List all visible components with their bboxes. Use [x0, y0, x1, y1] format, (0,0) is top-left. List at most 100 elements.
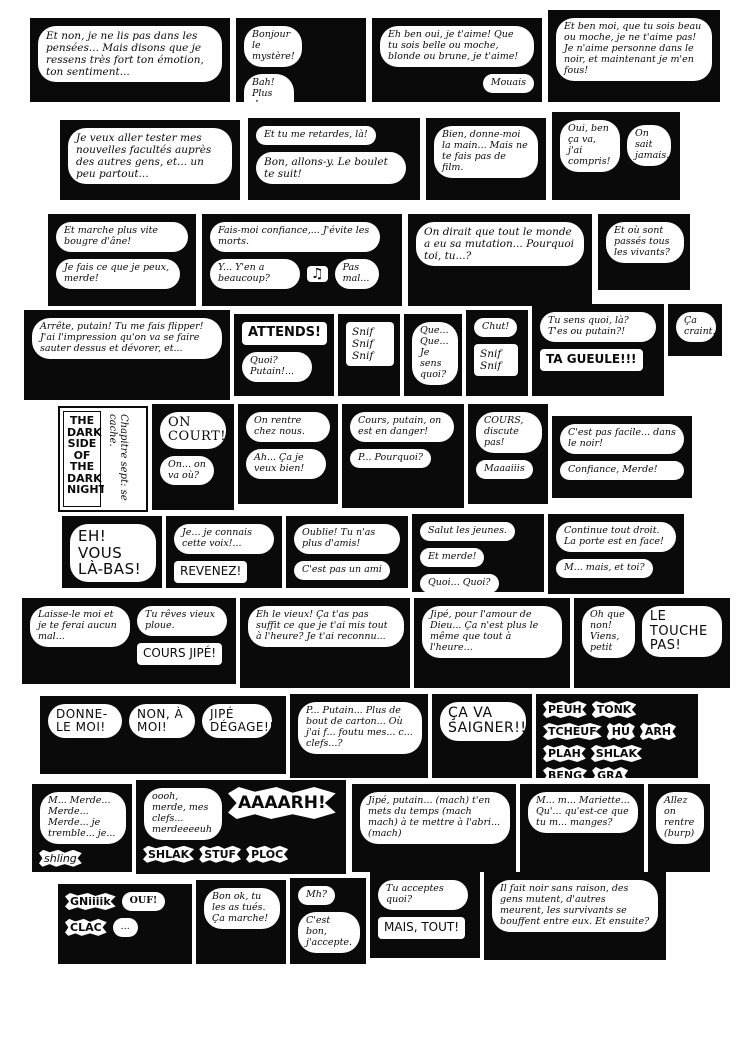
panel-9-5: Allez on rentre (burp) [648, 784, 710, 872]
speech-bubble: M... Merde... Merde... Merde... je tremb… [40, 792, 126, 844]
speech-bubble: Fais-moi confiance,... J'évite les morts… [210, 222, 380, 252]
panel-7-3: Jipé, pour l'amour de Dieu... Ça n'est p… [414, 598, 570, 688]
speech-bubble: Bien, donne-moi la main... Mais ne te fa… [434, 126, 538, 178]
sound-effect: PLOC [246, 845, 289, 863]
speech-bubble: Laisse-le moi et je te ferai aucun mal..… [30, 606, 130, 647]
panel-1-4: Et ben moi, que tu sois beau ou moche, j… [548, 10, 720, 102]
sound-effect: SHLAK [590, 745, 642, 762]
speech-bubble: ... [112, 917, 138, 937]
speech-bubble: Y... Y'en a beaucoup? [210, 258, 300, 289]
speech-bubble: ÇA VA SAIGNER!!! [440, 702, 532, 741]
speech-bubble: Bon, allons-y. Le boulet te suit! [256, 151, 406, 185]
sound-effect: GNiiiik [65, 892, 116, 910]
speech-bubble: Ça craint. [676, 312, 716, 342]
panel-9-3: Jipé, putain... (mach) t'en mets du temp… [352, 784, 516, 872]
speech-bubble: Tu rêves vieux ploue. [137, 606, 227, 636]
panel-5-1: THE DARK SIDE OF THE DARK NIGHT Chapitre… [58, 406, 148, 512]
speech-bubble: LE TOUCHE PAS! [641, 606, 722, 658]
sniff-text: Snif Snif [474, 343, 518, 377]
panel-7-2: Eh le vieux! Ça t'as pas suffit ce que j… [240, 598, 410, 688]
panel-5-2: ON COURT! On... on va où? [152, 404, 234, 510]
panel-9-1: M... Merde... Merde... Merde... je tremb… [32, 784, 132, 872]
panel-7-4: Oh que non! Viens, petit LE TOUCHE PAS! [574, 598, 730, 688]
speech-bubble: Je fais ce que je peux, merde! [56, 258, 180, 289]
panel-4-7: Ça craint. [668, 304, 722, 356]
speech-bubble: Et ben moi, que tu sois beau ou moche, j… [556, 18, 712, 81]
sound-effect: AAAARH! [228, 787, 336, 819]
panel-9-4: M... m... Mariette... Qu'... qu'est-ce q… [520, 784, 644, 872]
panel-4-3: Snif Snif Snif [338, 314, 400, 396]
panel-4-2: ATTENDS! Quoi? Putain!... [234, 314, 334, 396]
speech-bubble: Je veux aller tester mes nouvelles facul… [68, 128, 232, 185]
speech-bubble: Allez on rentre (burp) [656, 792, 704, 844]
panel-8-1: DONNE-LE MOI! NON, À MOI! JIPÉ DÉGAGE!! [40, 696, 286, 774]
sound-effect: BENG [543, 767, 588, 778]
panel-2-1: Je veux aller tester mes nouvelles facul… [60, 120, 240, 200]
speech-bubble: Cours, putain, on est en danger! [350, 412, 454, 442]
speech-bubble: C'est pas facile... dans le noir! [560, 424, 684, 454]
speech-bubble: Continue tout droit. La porte est en fac… [556, 522, 676, 552]
sound-effect: ARH [639, 723, 677, 740]
panel-2-2: Et tu me retardes, là! Bon, allons-y. Le… [248, 118, 420, 200]
speech-bubble: C'est pas un ami [294, 560, 390, 580]
speech-bubble: Confiance, Merde! [560, 460, 684, 480]
speech-bubble: P... Putain... Plus de bout de carton...… [298, 702, 422, 754]
panel-7-1: Laisse-le moi et je te ferai aucun mal..… [22, 598, 236, 684]
panel-3-2: Fais-moi confiance,... J'évite les morts… [202, 214, 402, 306]
speech-bubble: Et merde! [420, 547, 485, 567]
speech-bubble: NON, À MOI! [129, 704, 195, 739]
speech-bubble: C'est bon, j'accepte. [298, 911, 360, 953]
panel-10-1: GNiiiik OUF! CLAC ... [58, 884, 192, 964]
chapter-title: THE DARK SIDE OF THE DARK NIGHT [63, 411, 106, 507]
panel-6-1: EH! VOUS LÀ-BAS! [62, 516, 162, 588]
speech-bubble: oooh, merde, mes clefs... merdeeeeuh [144, 788, 222, 840]
speech-bubble: DONNE-LE MOI! [48, 704, 122, 739]
speech-bubble: Arrête, putain! Tu me fais flipper! J'ai… [32, 318, 222, 359]
panel-5-6: C'est pas facile... dans le noir! Confia… [552, 416, 692, 498]
shout-box: COURS JIPÉ! [137, 642, 223, 665]
sound-effect: TCHEUF [543, 723, 602, 740]
speech-bubble: P... Pourquoi? [350, 448, 431, 468]
speech-bubble: Il fait noir sans raison, des gens muten… [492, 880, 658, 932]
sniff-text: Snif Snif Snif [346, 322, 394, 367]
panel-5-3: On rentre chez nous. Ah... Ça je veux bi… [238, 404, 338, 504]
speech-bubble: Eh ben oui, je t'aime! Que tu sois belle… [380, 26, 534, 67]
panel-6-5: Continue tout droit. La porte est en fac… [548, 514, 684, 594]
sound-effect: GRA [592, 767, 629, 778]
panel-1-1: Et non, je ne lis pas dans les pensées..… [30, 18, 230, 102]
speech-bubble: Et où sont passés tous les vivants? [606, 222, 684, 263]
panel-1-2: Bonjour le mystère! Bah! Plus de malente… [236, 18, 366, 102]
speech-bubble: On dirait que tout le monde a eu sa muta… [416, 222, 584, 267]
speech-bubble: EH! VOUS LÀ-BAS! [70, 524, 156, 582]
panel-6-4: Salut les jeunes. Et merde! Quoi... Quoi… [412, 514, 544, 592]
speech-bubble: Oh que non! Viens, petit [582, 606, 635, 658]
sound-effect: PLAH [543, 745, 586, 762]
panel-10-5: Il fait noir sans raison, des gens muten… [484, 872, 666, 960]
panel-4-4: Que... Que... Je sens quoi? [404, 314, 462, 396]
speech-bubble: Quoi... Quoi? [420, 573, 499, 592]
speech-bubble: Bon ok, tu les as tués. Ça marche! [204, 888, 280, 929]
shout-box: TA GUEULE!!! [540, 348, 643, 371]
speech-bubble: OUF! [121, 892, 166, 911]
panel-5-5: COURS, discute pas! Maaaiiis [468, 404, 548, 504]
shout-box: MAIS, TOUT! [378, 916, 466, 939]
panel-6-2: Je... je connais cette voix!... REVENEZ! [166, 516, 282, 588]
speech-bubble: Je... je connais cette voix!... [174, 524, 274, 554]
sound-effect: STUF [199, 845, 242, 863]
panel-4-5: Chut! Snif Snif [466, 310, 528, 396]
panel-10-4: Tu acceptes quoi? MAIS, TOUT! [370, 872, 480, 958]
speech-bubble: Et tu me retardes, là! [256, 126, 376, 145]
panel-6-3: Oublie! Tu n'as plus d'amis! C'est pas u… [286, 516, 408, 588]
panel-2-4: Oui, ben ça va, j'ai compris! On sait ja… [552, 112, 680, 200]
speech-bubble: M... m... Mariette... Qu'... qu'est-ce q… [528, 792, 638, 833]
speech-bubble: Eh le vieux! Ça t'as pas suffit ce que j… [248, 606, 404, 647]
speech-bubble: Et non, je ne lis pas dans les pensées..… [38, 26, 222, 83]
panel-8-4: PEUH TONK TCHEUF HU ARH PLAH SHLAK BENG … [536, 694, 698, 778]
sound-effect: PEUH [543, 701, 587, 718]
speech-bubble: Que... Que... Je sens quoi? [412, 322, 458, 385]
speech-bubble: Quoi? Putain!... [242, 351, 312, 382]
sound-effect: CLAC [65, 918, 107, 936]
sound-effect: SHLAK [143, 845, 195, 863]
chapter-subtitle: Chapitre sept: se cache. [104, 411, 132, 507]
